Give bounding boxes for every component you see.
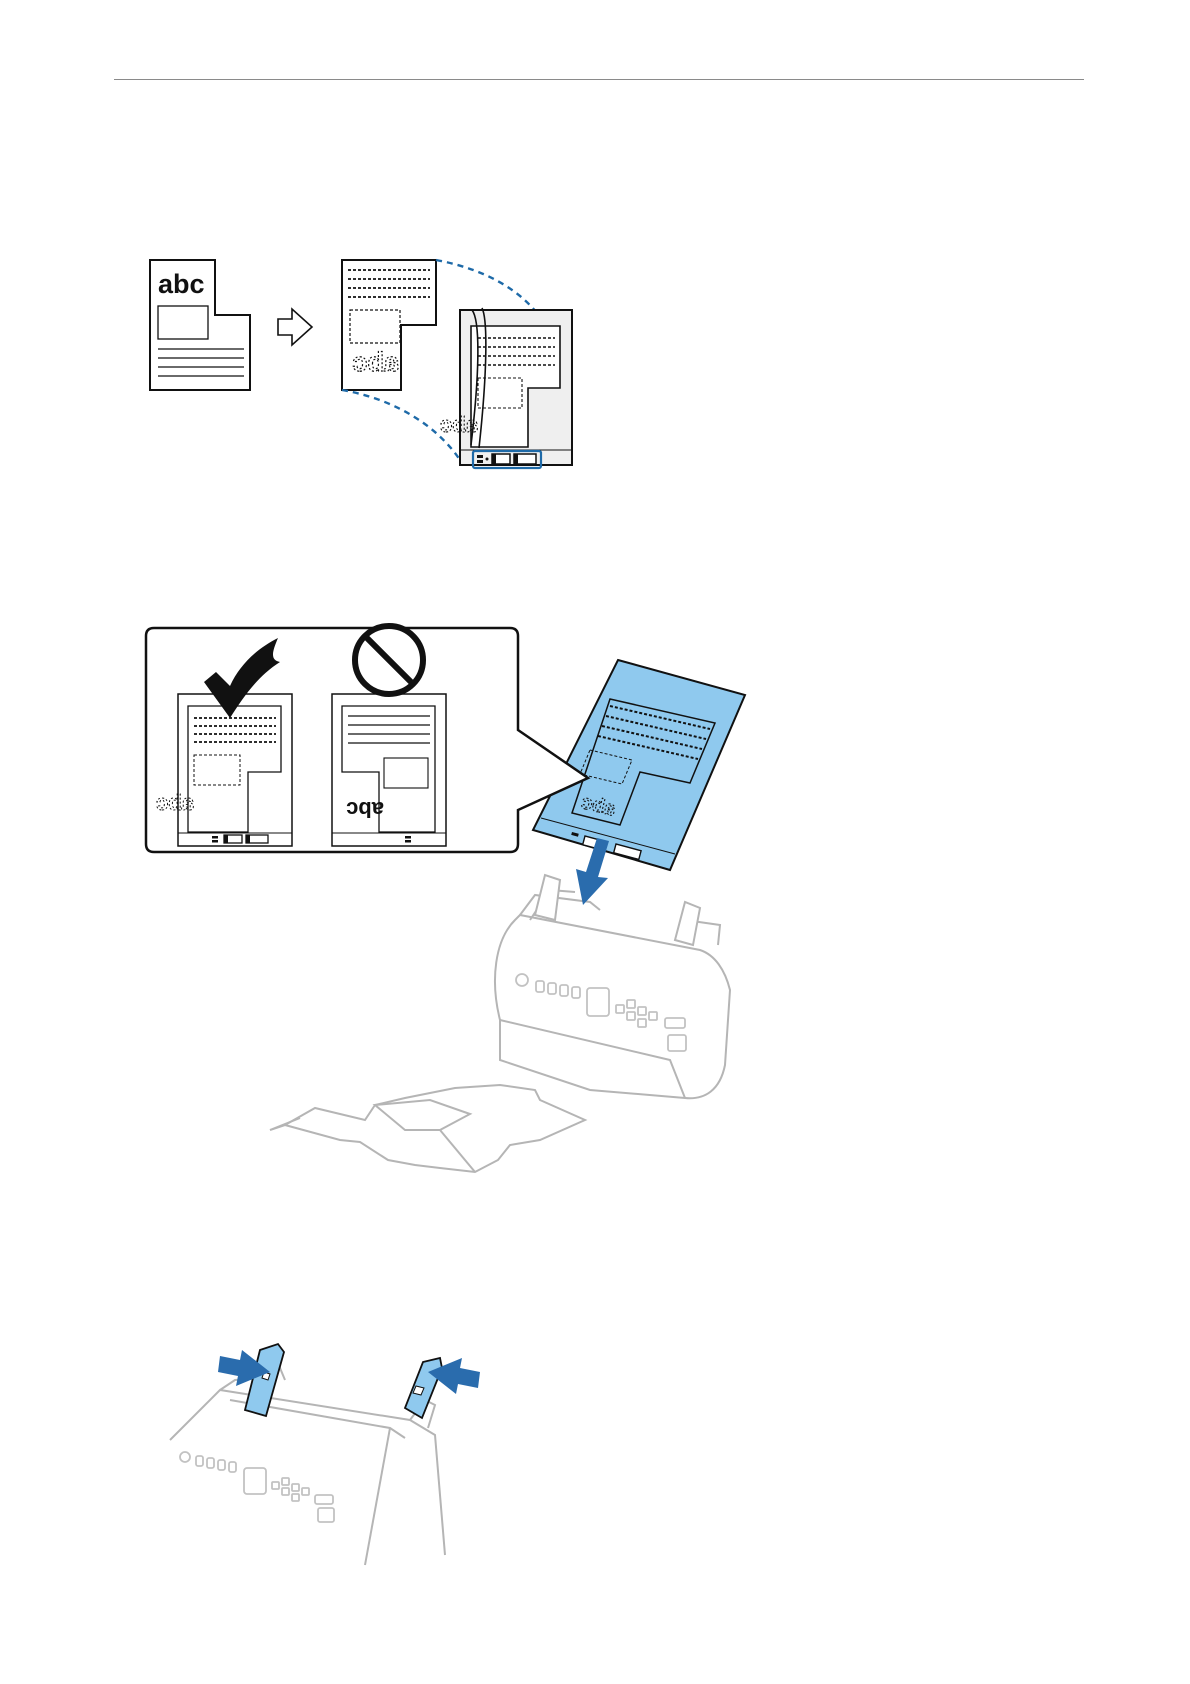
flipped-document: abc [342,260,436,390]
figure-carrier-sheet-placement: abc abc [140,250,620,510]
right-arrow-icon [278,309,312,345]
header-rule [114,79,1084,80]
carrier-sheet: abc [440,308,572,468]
figure-load-carrier-sheet: abc abc [140,620,840,1200]
prohibited-icon [355,626,423,694]
wrong-example-label: abc [346,797,384,822]
original-document: abc [150,260,250,390]
figure-adjust-edge-guides [160,1320,500,1580]
right-edge-guide [405,1358,442,1418]
scanner-illustration [270,875,730,1172]
svg-text:abc: abc [352,347,399,377]
correct-example-label: abc [156,790,194,815]
original-document-label: abc [158,269,205,299]
